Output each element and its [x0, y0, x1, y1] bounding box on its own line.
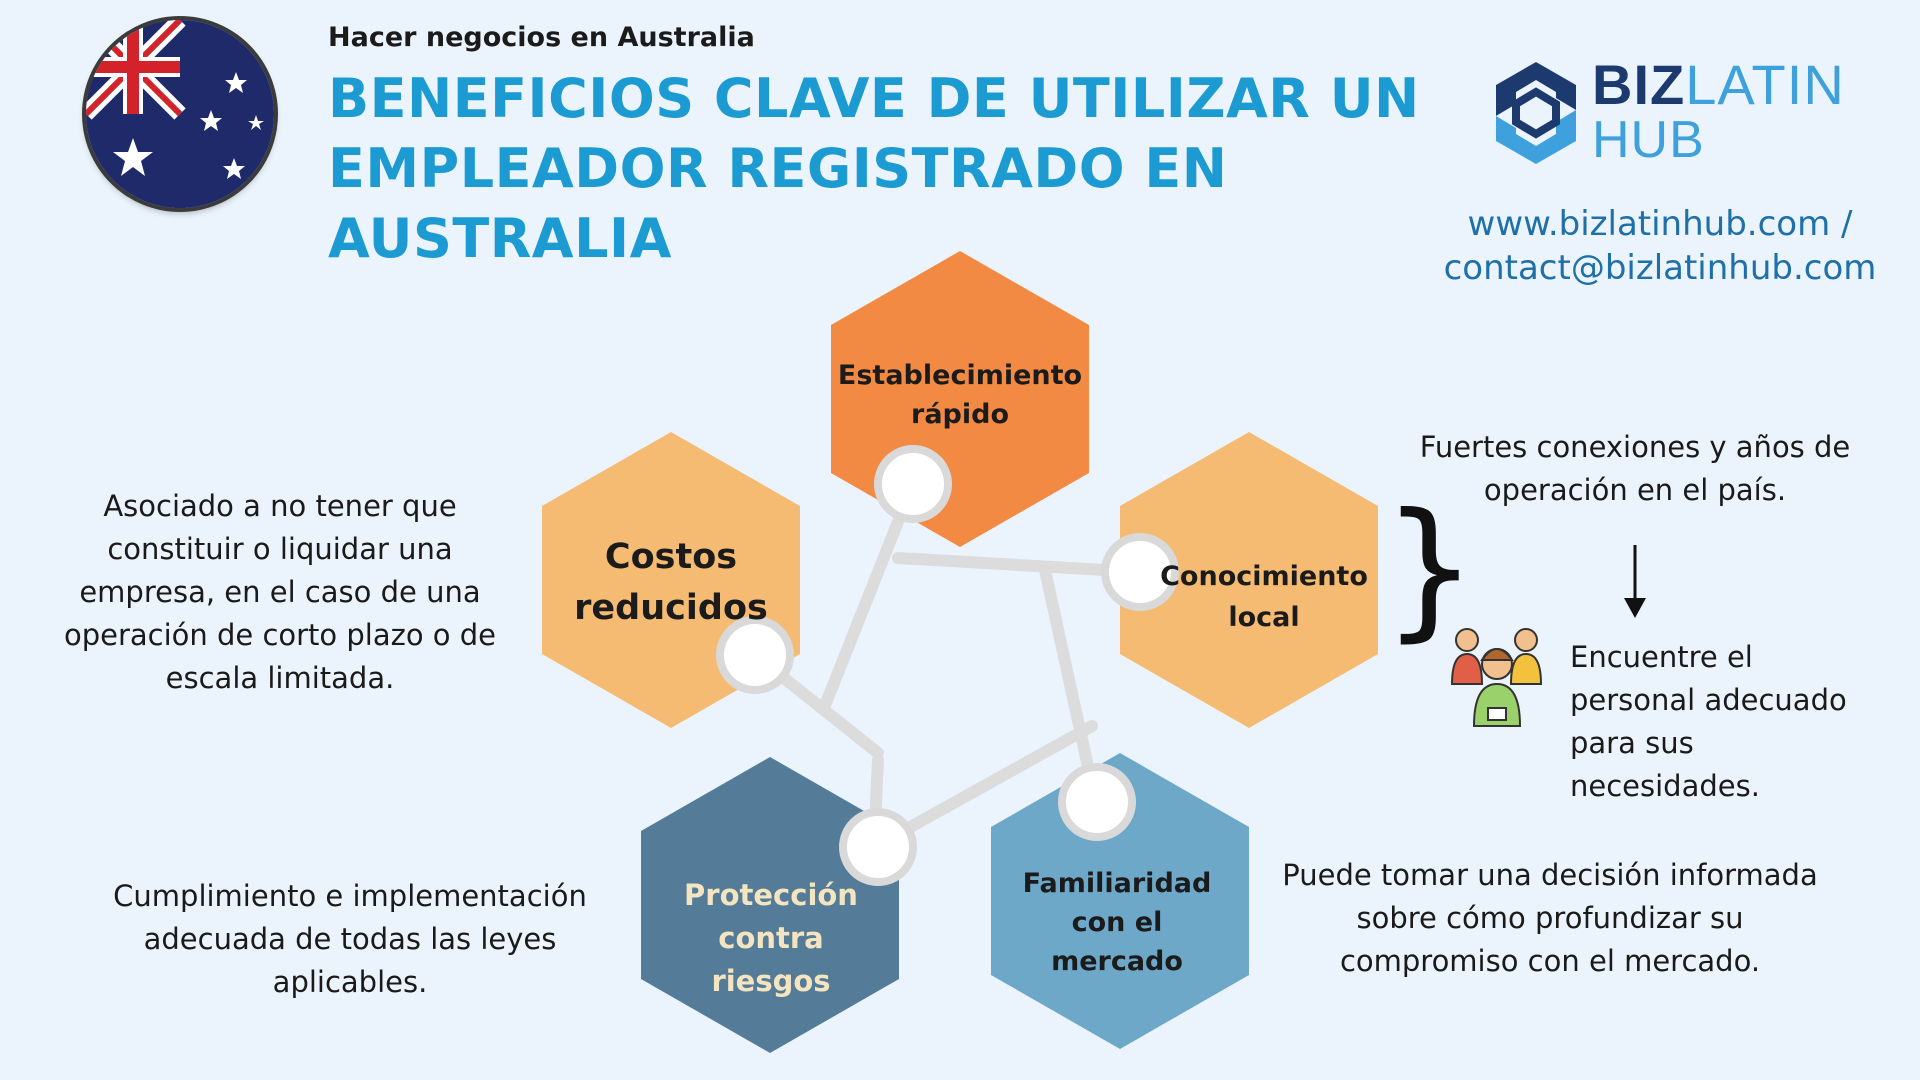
right-brace-icon: } [1382, 482, 1477, 656]
description-familiaridad-line2: sobre cómo profundizar su [1356, 901, 1744, 935]
label-conocimiento: Conocimiento local [1138, 556, 1390, 638]
description-costos-line4: operación de corto plazo o de [63, 618, 497, 652]
label-establecimiento-line1: Establecimiento [837, 360, 1083, 391]
description-proteccion-line2: adecuada de todas las leyes [143, 922, 557, 956]
label-proteccion-line1: Protección [684, 878, 858, 912]
title-line-1: BENEFICIOS CLAVE DE UTILIZAR UN [328, 67, 1420, 130]
node-establecimiento [874, 445, 952, 523]
hexagon-conocimiento [1120, 432, 1378, 728]
description-familiaridad: Puede tomar una decisión informada sobre… [1265, 854, 1835, 983]
email-link[interactable]: contact@bizlatinhub.com [1443, 248, 1877, 288]
page-subtitle: Hacer negocios en Australia [328, 22, 755, 53]
page-title: BENEFICIOS CLAVE DE UTILIZAR UN EMPLEADO… [328, 64, 1468, 274]
description-costos-line2: constituir o liquidar una [107, 532, 453, 566]
node-familiaridad [1058, 763, 1136, 841]
description-proteccion: Cumplimiento e implementación adecuada d… [100, 875, 600, 1004]
label-proteccion: Protección contra riesgos [646, 874, 896, 1003]
connector-nodes [716, 445, 1179, 886]
node-proteccion [839, 808, 917, 886]
label-establecimiento-line2: rápido [911, 399, 1009, 430]
title-line-2: EMPLEADOR REGISTRADO EN AUSTRALIA [328, 137, 1228, 270]
description-conocimiento: Fuertes conexiones y años de operación e… [1400, 426, 1870, 512]
description-costos-line5: escala limitada. [165, 661, 395, 695]
label-costos-line1: Costos [604, 537, 738, 577]
team-people-icon [1450, 628, 1543, 727]
description-costos: Asociado a no tener que constituir o liq… [40, 485, 520, 700]
label-costos: Costos reducidos [546, 532, 796, 634]
description-personal-line2: personal adecuado [1570, 683, 1847, 717]
description-conocimiento-line2: operación en el país. [1483, 473, 1787, 507]
description-familiaridad-line1: Puede tomar una decisión informada [1282, 858, 1818, 892]
description-costos-line3: empresa, en el caso de una [79, 575, 481, 609]
description-conocimiento-line1: Fuertes conexiones y años de [1419, 430, 1851, 464]
label-familiaridad: Familiaridad con el mercado [992, 864, 1242, 981]
australia-flag-icon [86, 20, 274, 208]
description-personal-line3: para sus [1570, 726, 1694, 760]
node-conocimiento [1101, 533, 1179, 611]
logo-text-latin: LATIN [1685, 53, 1845, 116]
contact-info: www.bizlatinhub.com / contact@bizlatinhu… [1420, 202, 1900, 290]
node-costos [716, 616, 794, 694]
label-costos-line2: reducidos [574, 588, 768, 628]
description-proteccion-line3: aplicables. [272, 965, 428, 999]
hexagon-proteccion [641, 757, 899, 1053]
arrow-down-icon [1624, 545, 1646, 618]
hexagon-familiaridad [991, 753, 1249, 1049]
website-link[interactable]: www.bizlatinhub.com / [1467, 204, 1853, 244]
logo-mark-icon [1496, 62, 1576, 164]
logo-text-biz: BIZ [1592, 53, 1686, 116]
label-proteccion-line2: contra [718, 921, 824, 955]
label-familiaridad-line1: Familiaridad [1022, 868, 1212, 899]
description-personal: Encuentre el personal adecuado para sus … [1570, 636, 1900, 808]
logo-text-hub: HUB [1592, 111, 1705, 169]
description-personal-line4: necesidades. [1570, 769, 1760, 803]
bizlatinhub-logo: BIZLATIN HUB [1488, 56, 1844, 170]
label-familiaridad-line3: mercado [1051, 946, 1183, 977]
description-familiaridad-line3: compromiso con el mercado. [1339, 944, 1761, 978]
label-conocimiento-line2: local [1228, 602, 1300, 633]
label-establecimiento: Establecimiento rápido [835, 356, 1085, 434]
description-proteccion-line1: Cumplimiento e implementación [113, 879, 587, 913]
label-familiaridad-line2: con el [1071, 907, 1163, 938]
label-proteccion-line3: riesgos [711, 964, 831, 998]
description-costos-line1: Asociado a no tener que [103, 489, 457, 523]
label-conocimiento-line1: Conocimiento [1160, 561, 1368, 592]
description-personal-line1: Encuentre el [1570, 640, 1753, 674]
